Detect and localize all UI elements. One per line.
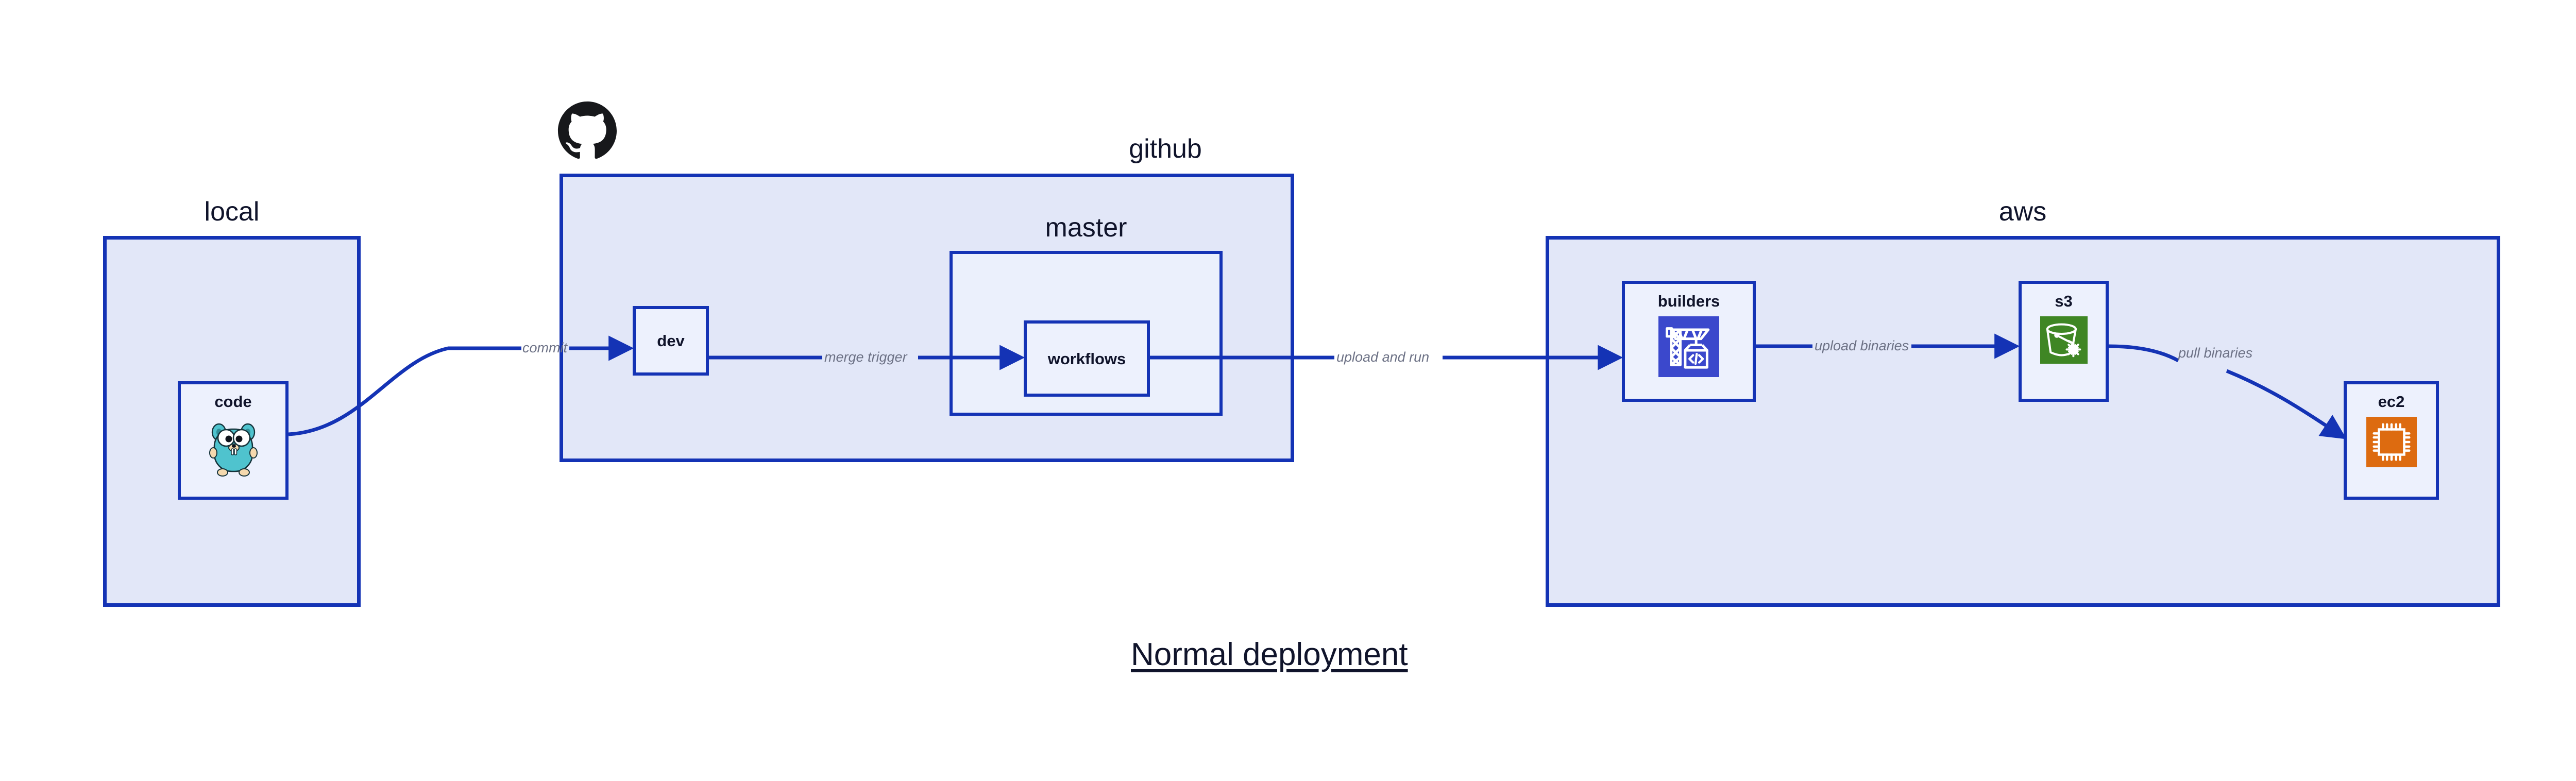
- diagram-title: Normal deployment: [1131, 637, 1408, 672]
- group-label-local: local: [204, 197, 260, 227]
- node-ec2[interactable]: ec2: [2344, 381, 2439, 500]
- node-workflows[interactable]: workflows: [1024, 320, 1150, 397]
- node-s3[interactable]: s3: [2019, 281, 2109, 402]
- aws-ec2-icon: [2366, 417, 2417, 467]
- node-dev[interactable]: dev: [633, 306, 709, 376]
- node-label-workflows: workflows: [1047, 349, 1126, 368]
- node-label-s3: s3: [2055, 292, 2073, 310]
- group-label-master: master: [1045, 213, 1127, 243]
- node-label-code: code: [214, 393, 252, 411]
- edge-label-merge-trigger: merge trigger: [824, 349, 907, 365]
- go-gopher-icon: [206, 417, 261, 478]
- edge-label-upload-binaries: upload binaries: [1815, 338, 1909, 353]
- node-label-dev: dev: [657, 332, 685, 350]
- group-label-github: github: [1129, 134, 1202, 164]
- node-builders[interactable]: builders: [1622, 281, 1756, 402]
- edge-label-pull-binaries: pull binaries: [2178, 345, 2253, 361]
- aws-codebuild-icon: [1658, 316, 1719, 377]
- edge-label-upload-and-run: upload and run: [1336, 349, 1430, 365]
- edge-label-commit: commit: [522, 340, 567, 355]
- node-label-ec2: ec2: [2378, 393, 2405, 411]
- node-code[interactable]: code: [178, 381, 289, 500]
- github-octocat-icon: [555, 99, 619, 163]
- aws-s3-glacier-icon: [2040, 316, 2088, 364]
- node-label-builders: builders: [1657, 292, 1720, 310]
- group-label-aws: aws: [1998, 197, 2047, 227]
